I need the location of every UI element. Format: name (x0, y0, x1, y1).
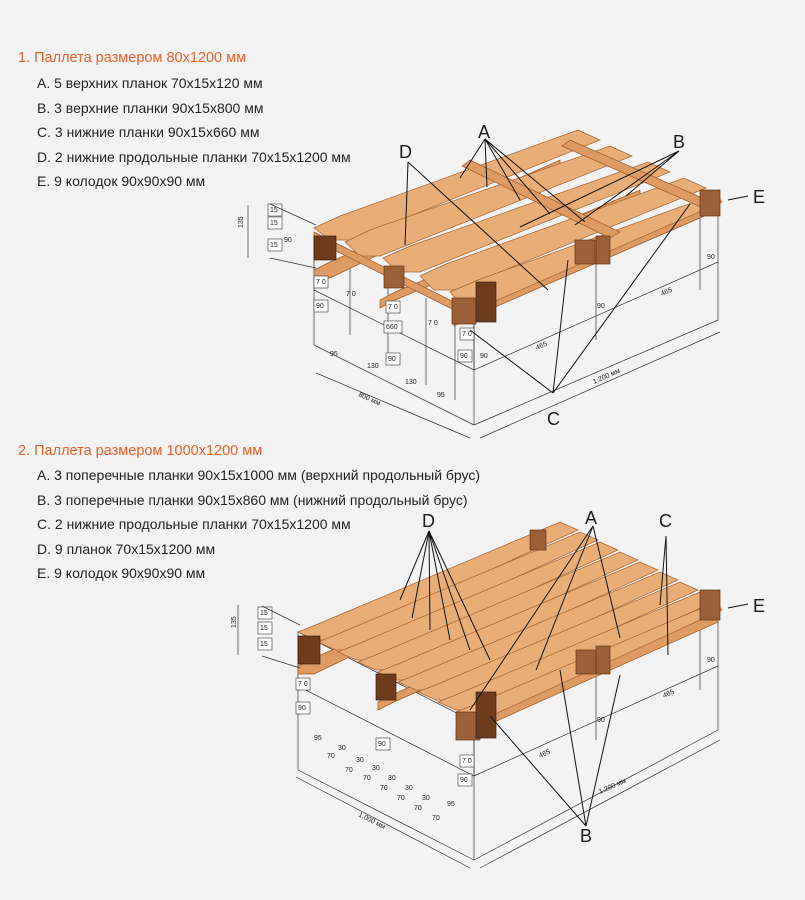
dim-v70-d: 7 0 (428, 320, 438, 327)
callout-a: A (585, 508, 597, 528)
callout-c: C (547, 409, 560, 429)
pallet-800-drawing: 135 15 15 15 90 7 0 90 7 0 7 0 660 90 7 … (238, 122, 765, 439)
height-dimensions: 135 15 15 15 (231, 605, 301, 669)
part-item-e: E. 9 колодок 90х90х90 мм (37, 173, 206, 189)
dim-d465-b: 465 (535, 341, 549, 352)
callout-e: E (753, 187, 765, 207)
dim-width-1000: 1.000 мм (357, 812, 386, 832)
top-deck-boards (297, 521, 723, 721)
callout-e: E (753, 596, 765, 616)
callout-leaders (404, 138, 749, 394)
dim-v90-d: 90 (460, 353, 468, 360)
dim-w95-b: 95 (437, 392, 445, 399)
dim-s70-a: 70 (327, 753, 335, 760)
dim-v70-e: 7 0 (462, 331, 472, 338)
dim-s70-e: 70 (397, 795, 405, 802)
pallet-1000x1200-section: 2. Паллета размером 1000х1200 мм A. 3 по… (0, 440, 805, 900)
callout-b: B (673, 132, 685, 152)
dim-top-15: 15 (260, 610, 268, 617)
blocks (297, 529, 721, 741)
dim-d90-a: 90 (597, 717, 605, 724)
dim-v90-c: 90 (388, 356, 396, 363)
section-title: 2. Паллета размером 1000х1200 мм (18, 443, 263, 459)
dim-d90-b: 90 (707, 254, 715, 261)
dim-width-800: 800 мм (357, 391, 381, 407)
dim-s30-a: 30 (338, 745, 346, 752)
callout-a: A (478, 122, 490, 142)
height-dimensions: 135 15 15 15 90 (238, 203, 317, 269)
pallet-1000-drawing: 135 15 15 15 7 0 90 95 70 30 70 30 70 30… (231, 508, 765, 869)
dim-w95-a: 95 (314, 735, 322, 742)
part-item-c: C. 2 нижние продольные планки 70х15х1200… (37, 516, 351, 532)
dim-d465-a: 465 (660, 287, 674, 298)
section-title: 1. Паллета размером 80х1200 мм (18, 50, 247, 66)
part-item-d: D. 2 нижние продольные планки 70х15х1200… (37, 148, 351, 165)
part-item-b: B. 3 поперечные планки 90х15х860 мм (ниж… (37, 491, 468, 508)
dim-w95-a: 95 (330, 351, 338, 358)
dim-v70-b: 7 0 (346, 291, 356, 298)
dim-s70-c: 70 (363, 775, 371, 782)
dim-s30-d: 30 (388, 775, 396, 782)
dim-s70-d: 70 (380, 785, 388, 792)
part-item-a: A. 5 верхних планок 70х15х120 мм (37, 75, 263, 91)
dim-s30-e: 30 (405, 785, 413, 792)
callout-b: B (580, 826, 592, 846)
dim-v660: 660 (386, 324, 398, 331)
part-item-a: A. 3 поперечные планки 90х15х1000 мм (ве… (37, 467, 481, 483)
dim-w130-a: 130 (367, 363, 379, 370)
dim-bottom-15: 15 (270, 242, 278, 249)
dim-block-90: 90 (284, 237, 292, 244)
dim-v90-e: 90 (480, 353, 488, 360)
dim-v70-b: 7 0 (462, 758, 472, 765)
dim-length-1200: 1.200 мм (598, 778, 628, 796)
dim-top-15: 15 (270, 207, 278, 214)
parts-list: A. 5 верхних планок 70х15х120 мм B. 3 ве… (37, 71, 351, 194)
dim-s70-b: 70 (345, 767, 353, 774)
part-item-c: C. 3 нижние планки 90х15х660 мм (37, 124, 260, 140)
dim-v70-a: 7 0 (316, 279, 326, 286)
dim-height-135: 135 (238, 216, 245, 228)
part-item-b: B. 3 верхние планки 90х15х800 мм (37, 99, 264, 116)
dim-v70-a: 7 0 (298, 681, 308, 688)
pallet-800x1200-section: 1. Паллета размером 80х1200 мм A. 5 верх… (0, 0, 805, 440)
top-deck-boards (313, 129, 723, 307)
callout-d: D (399, 142, 412, 162)
dim-v90-c: 90 (460, 777, 468, 784)
callout-c: C (659, 511, 672, 531)
callout-leaders (399, 525, 749, 827)
dim-v90-b: 90 (316, 303, 324, 310)
dim-s70-g: 70 (432, 815, 440, 822)
dim-v90-b: 90 (378, 741, 386, 748)
part-item-d: D. 9 планок 70х15х1200 мм (37, 540, 216, 557)
blocks (313, 189, 721, 325)
dim-w130-b: 130 (405, 379, 417, 386)
dim-d465-b: 465 (538, 749, 552, 760)
parts-list: A. 3 поперечные планки 90х15х1000 мм (ве… (37, 463, 480, 586)
dim-length-1200: 1.200 мм (592, 368, 622, 386)
dim-w95-b: 95 (447, 801, 455, 808)
dim-s70-f: 70 (414, 805, 422, 812)
part-item-e: E. 9 колодок 90х90х90 мм (37, 565, 206, 581)
dim-s30-b: 30 (356, 757, 364, 764)
dim-v70-c: 7 0 (388, 304, 398, 311)
wireframe-outline (295, 611, 721, 869)
dim-d90-b: 90 (707, 657, 715, 664)
callout-d: D (422, 511, 435, 531)
dim-s30-f: 30 (422, 795, 430, 802)
dim-bottom-15: 15 (260, 641, 268, 648)
dim-s30-c: 30 (372, 765, 380, 772)
dim-height-135: 135 (231, 616, 238, 628)
dim-d465-a: 465 (662, 689, 676, 700)
dim-v90-a: 90 (298, 705, 306, 712)
dim-d90-a: 90 (597, 303, 605, 310)
dim-mid-15: 15 (260, 625, 268, 632)
dim-mid-15: 15 (270, 220, 278, 227)
